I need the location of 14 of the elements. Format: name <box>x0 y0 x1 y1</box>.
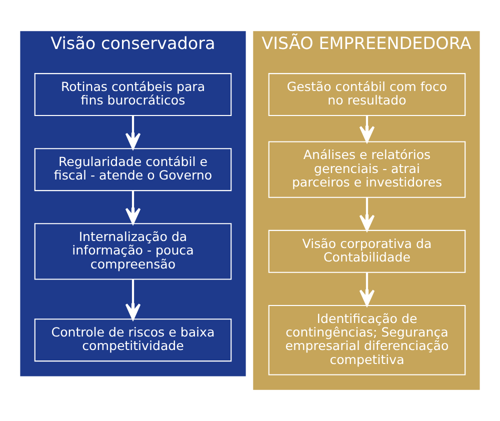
node-box: Rotinas contábeis para fins burocráticos <box>34 73 232 116</box>
arrow <box>359 272 375 306</box>
node-box: Internalização da informação - pouca compreensão <box>34 223 232 280</box>
node-box: Análises e relatórios gerenciais - atrai parceiros e investidores <box>268 141 466 198</box>
arrow <box>359 116 375 143</box>
arrow <box>125 116 141 150</box>
node-box: Regularidade contábil e fiscal - atende o Governo <box>34 148 232 192</box>
node-box: Gestão contábil com foco no resultado <box>268 73 466 116</box>
node-box: Controle de riscos e baixa competitividade <box>34 318 232 362</box>
arrow <box>359 198 375 232</box>
node-box: Identificação de contingências; Segurança empresarial diferenciação competitiva <box>268 304 466 376</box>
arrow <box>125 279 141 320</box>
node-box: Visão corporativa da Contabilidade <box>268 230 466 273</box>
arrow <box>125 190 141 224</box>
